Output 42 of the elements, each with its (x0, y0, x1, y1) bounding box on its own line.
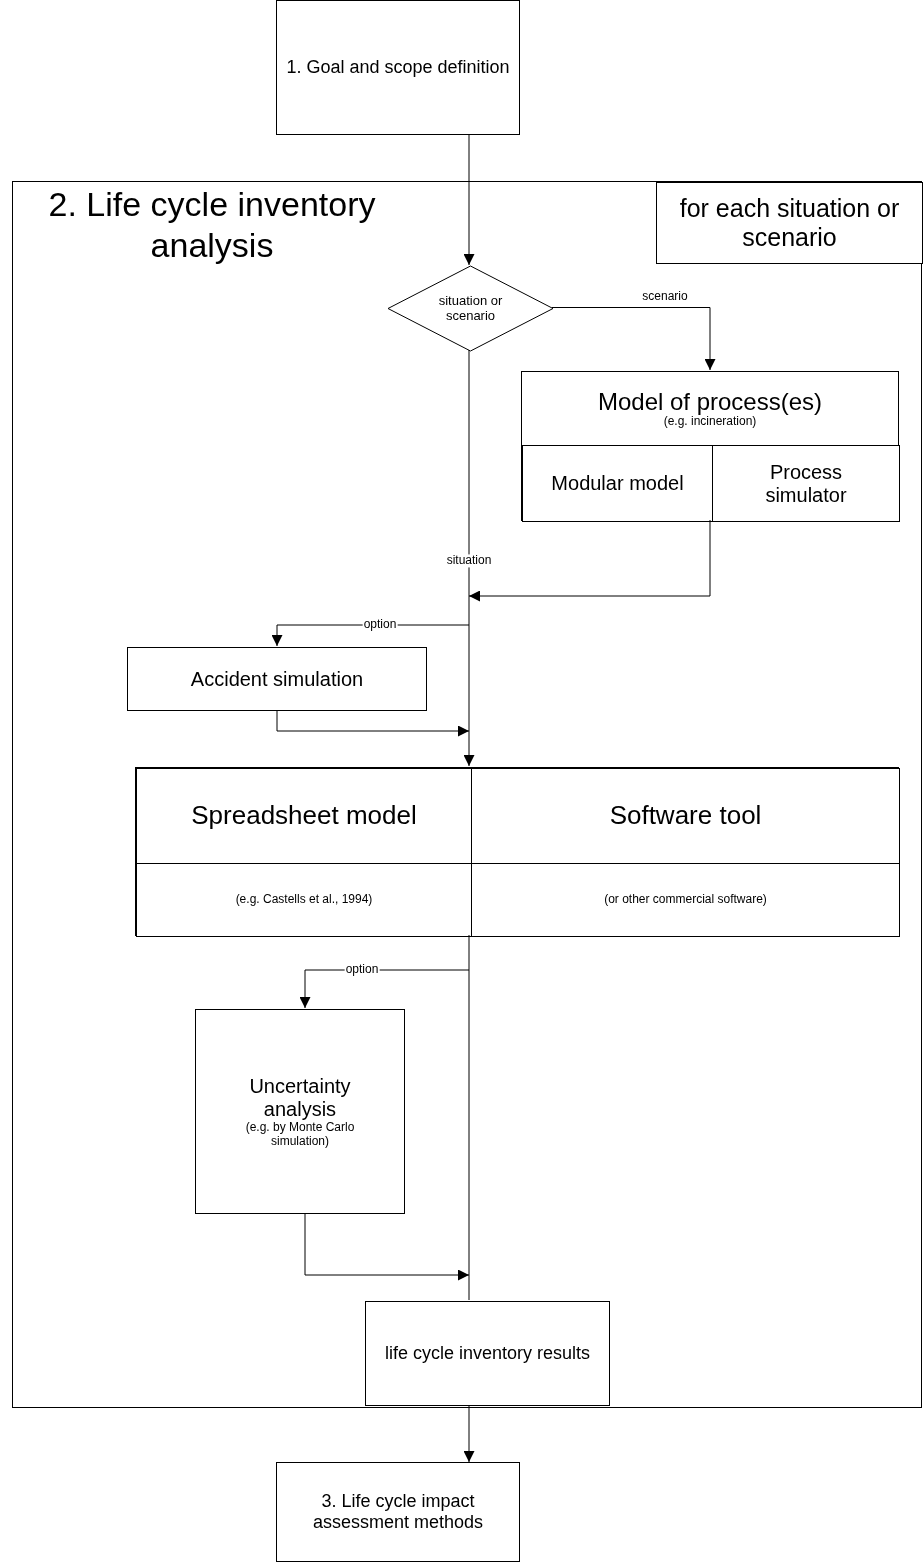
table-box (135, 767, 899, 936)
box-label: Software tool (608, 801, 763, 831)
table-cell (712, 445, 900, 522)
table-cell (471, 863, 900, 937)
arrow (463, 134, 475, 266)
table-cell (522, 445, 713, 522)
process-box (276, 1462, 520, 1562)
section-title: 2. Life cycle inventory analysis (47, 184, 377, 266)
box-label: Accident simulation (189, 667, 365, 691)
table-cell (471, 768, 900, 864)
box-label: situation or scenario (437, 293, 504, 324)
box-label: Spreadsheet model (190, 801, 418, 831)
box-label: life cycle inventory results (383, 1343, 592, 1364)
box-label: for each situation or scenario (678, 194, 901, 252)
box-note: (e.g. by Monte Carlo simulation) (244, 1120, 356, 1149)
arrow (304, 1212, 470, 1281)
box-label: (or other commercial software) (603, 893, 768, 907)
box-label: 1. Goal and scope definition (285, 57, 511, 78)
note-box (656, 182, 923, 264)
process-box (276, 0, 520, 135)
box-label: 3. Life cycle impact assessment methods (311, 1491, 485, 1533)
box-label: Uncertainty analysis (248, 1074, 352, 1121)
model-box (521, 371, 899, 521)
edge-label: option (344, 963, 380, 977)
box-label: Modular model (550, 472, 685, 495)
table-cell (136, 768, 472, 864)
box-label: (e.g. Castells et al., 1994) (234, 893, 374, 907)
box-label: Model of process(es) (596, 387, 824, 416)
arrow (468, 519, 711, 602)
edge-label: option (362, 618, 398, 632)
process-box (127, 647, 427, 711)
box-label: Process simulator (764, 460, 848, 507)
process-box (365, 1301, 610, 1406)
arrow (463, 1404, 475, 1463)
process-box (195, 1009, 405, 1214)
arrow (276, 709, 470, 737)
arrow (551, 307, 716, 371)
box-note: (e.g. incineration) (662, 415, 757, 430)
edge-label: situation (445, 554, 493, 568)
table-cell (136, 863, 472, 937)
stage-frame (12, 181, 922, 1408)
arrow (463, 349, 475, 767)
